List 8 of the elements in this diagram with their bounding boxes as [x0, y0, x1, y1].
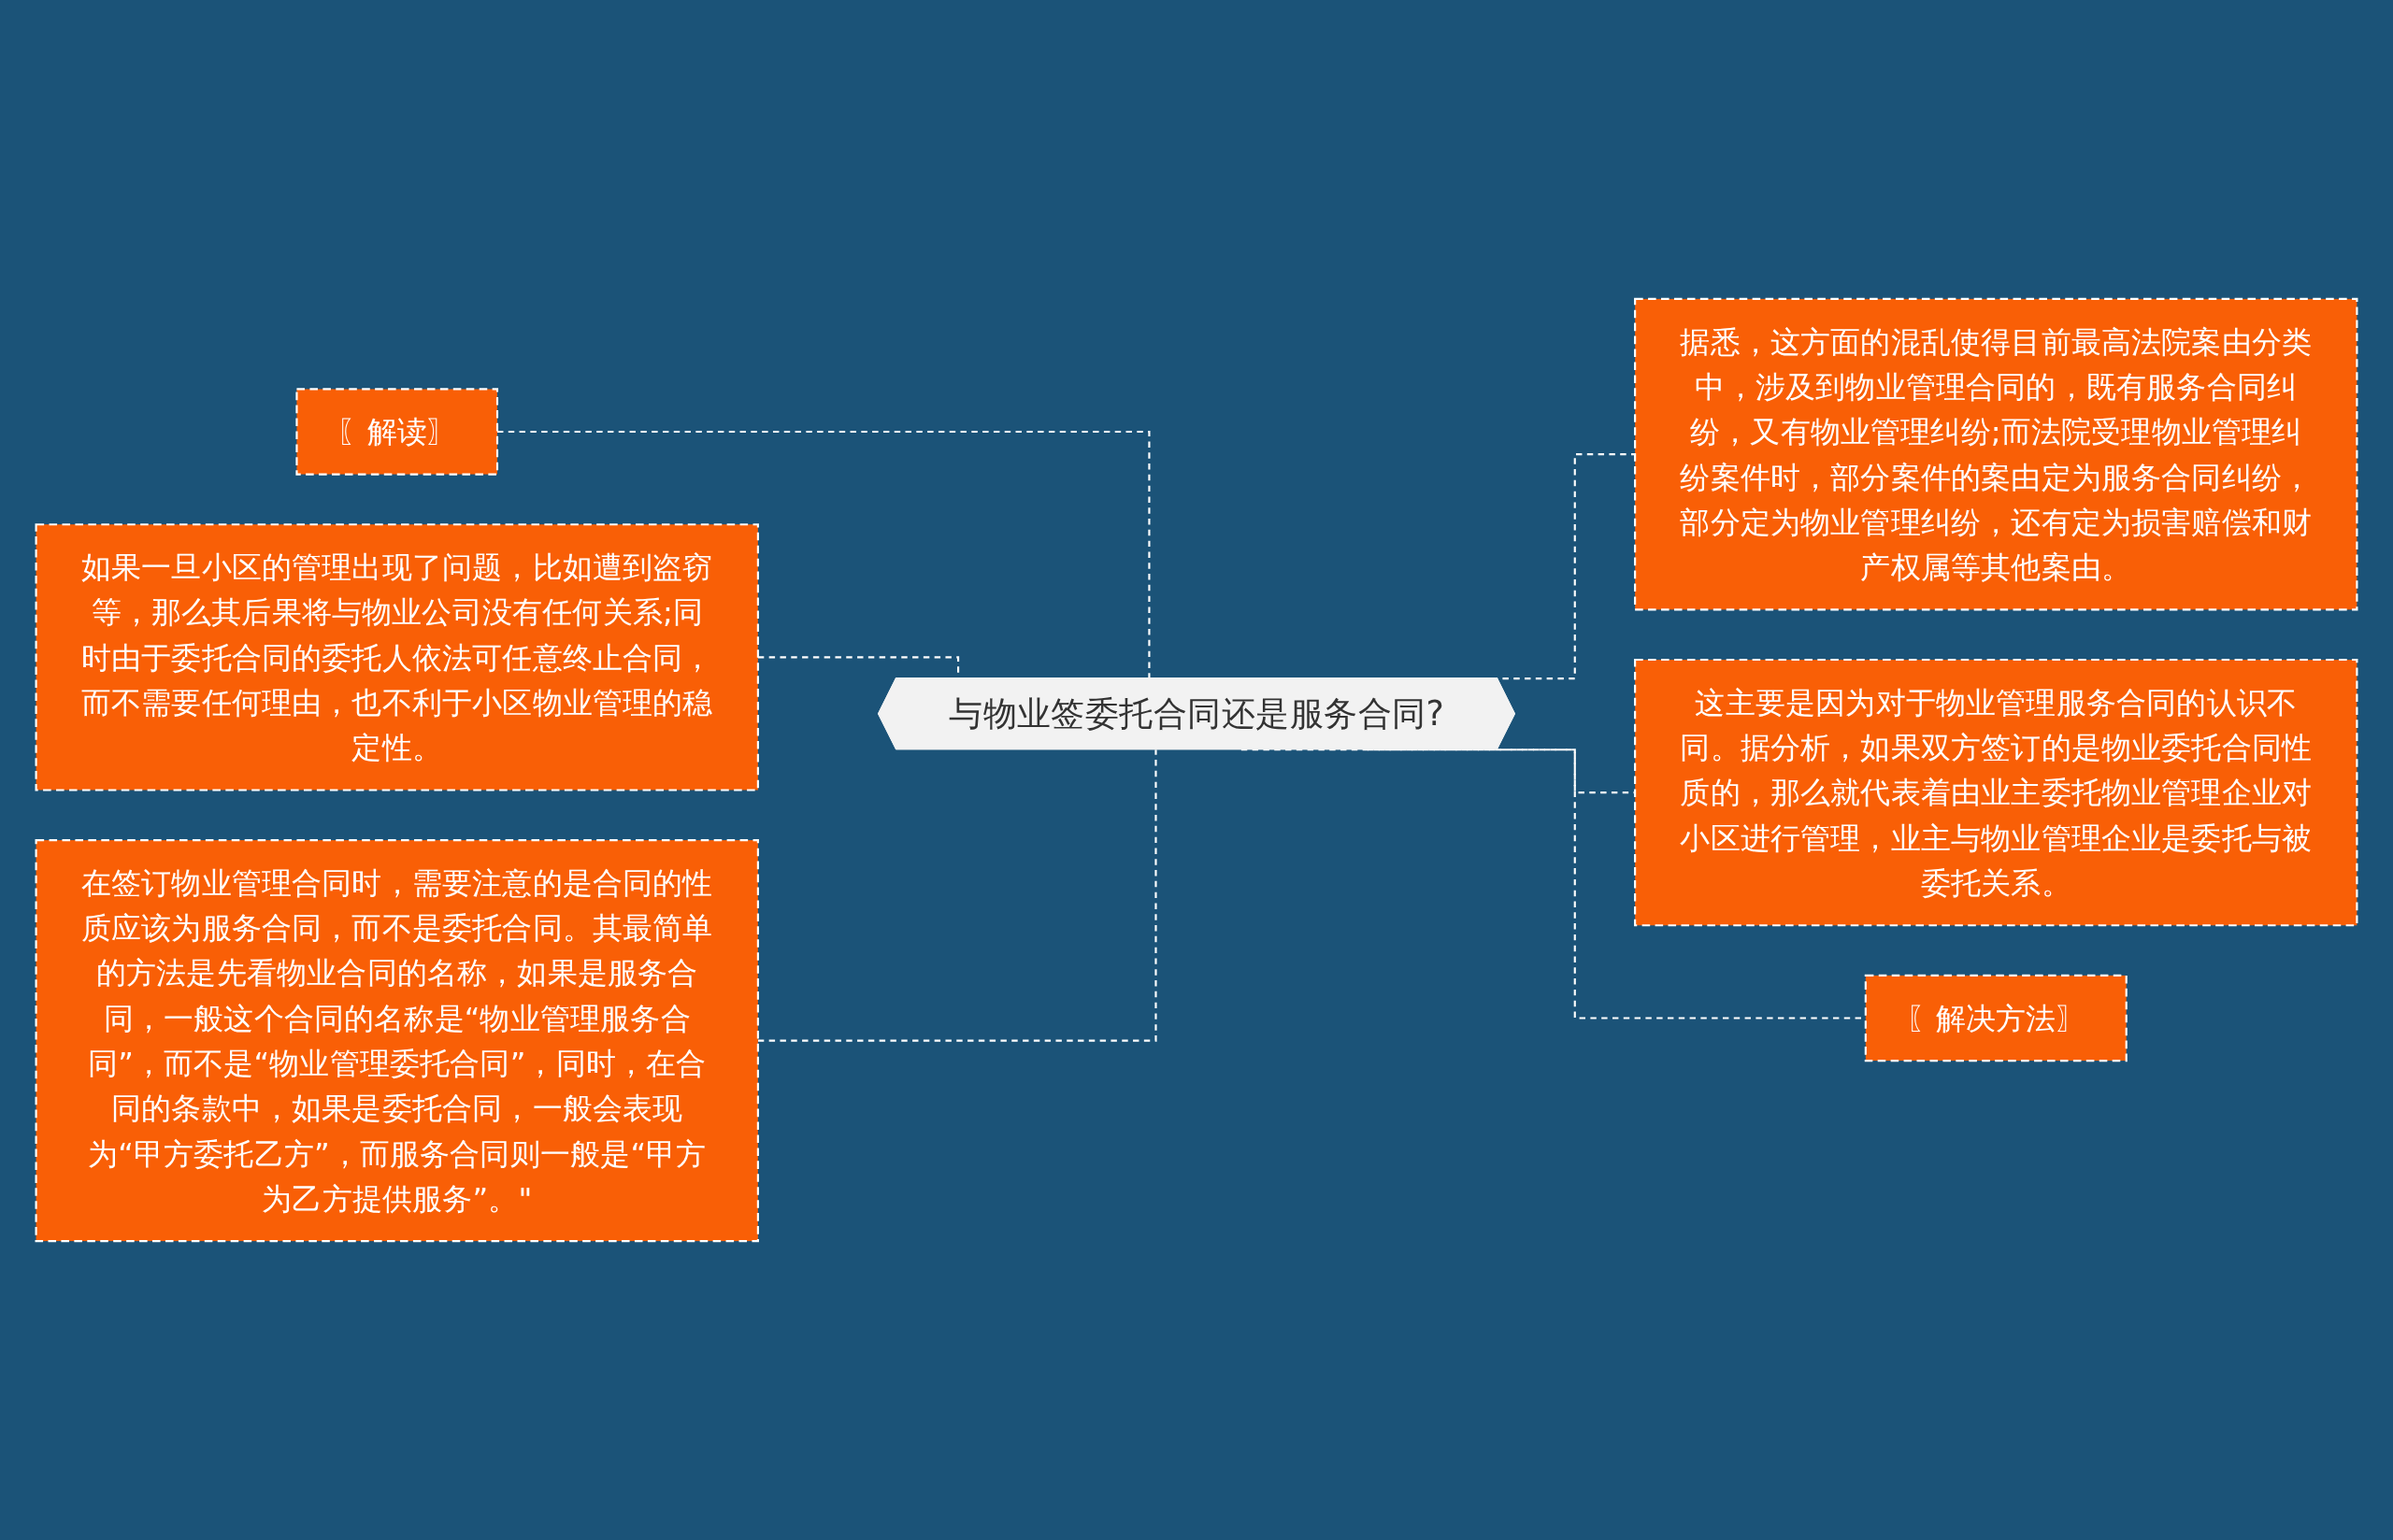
node-box: 〖解读〗: [295, 388, 499, 476]
connector: [497, 430, 1151, 679]
node-box: 在签订物业管理合同时，需要注意的是合同的性质应该为服务合同，而不是委托合同。其最简单的方法是先看物业合同的名称，如果是服务合同，一般这个合同的名称是“物业管理服务合同”，而不是“物业管理委托合同”，同时，在合同的条款中，如果是委托合同，一般会表现为“甲方委托乙方”，而服务合同则一般是“甲方为乙方提供服务”。": [35, 839, 759, 1243]
node-box: 这主要是因为对于物业管理服务合同的认识不同。据分析，如果双方签订的是物业委托合同性质的，那么就代表着由业主委托物业管理企业对小区进行管理，业主与物业管理企业是委托与被委托关系。: [1634, 658, 2358, 927]
node-box: 〖解决方法〗: [1864, 974, 2128, 1062]
node-box: 如果一旦小区的管理出现了问题，比如遭到盗窃等，那么其后果将与物业公司没有任何关系;同时由于委托合同的委托人依法可任意终止合同，而不需要任何理由，也不利于小区物业管理的稳定性。: [35, 523, 759, 791]
node-box: 据悉，这方面的混乱使得目前最高法院案由分类中，涉及到物业管理合同的，既有服务合同纠纷，又有物业管理纠纷;而法院受理物业管理纠纷案件时，部分案件的案由定为服务合同纠纷，部分定为物业管理纠纷，还有定为损害赔偿和财产权属等其他案由。: [1634, 297, 2358, 611]
connector: [757, 749, 1157, 1042]
